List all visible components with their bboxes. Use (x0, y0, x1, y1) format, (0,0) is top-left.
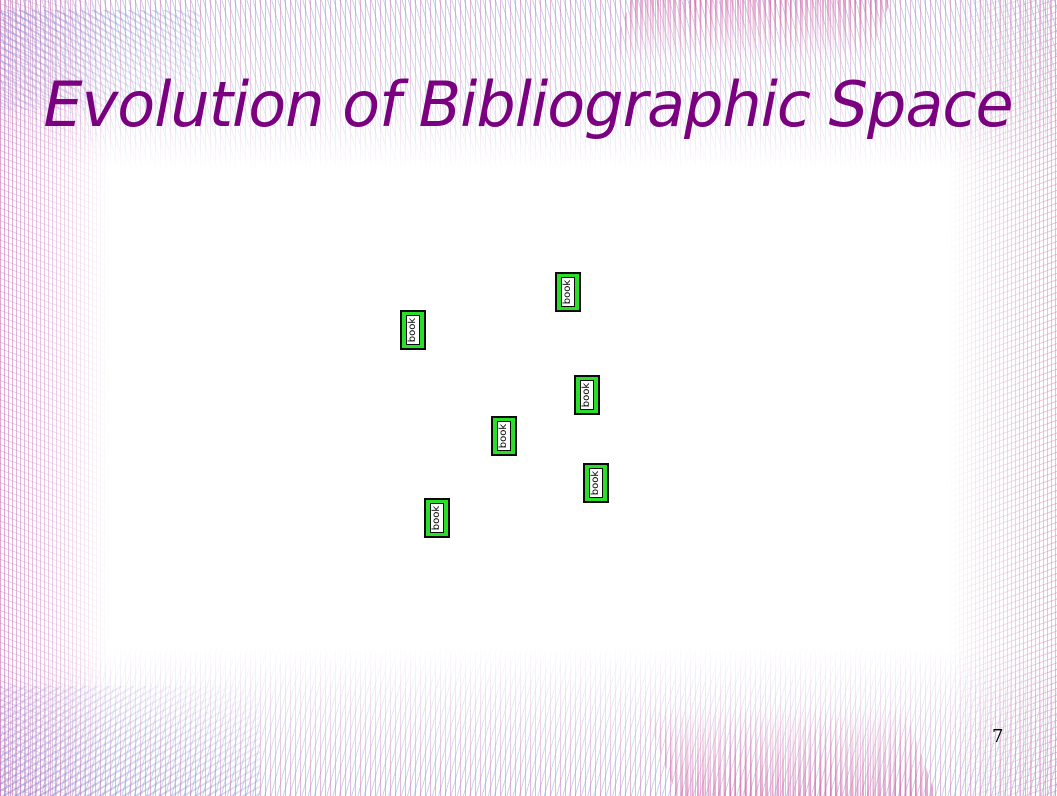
book-icon: book (574, 375, 600, 415)
book-icon: book (491, 416, 517, 456)
book-icon: book (424, 498, 450, 538)
book-cover: book (589, 468, 603, 498)
book-label: book (498, 423, 509, 449)
book-icon: book (555, 272, 581, 312)
book-label: book (431, 505, 442, 531)
book-cover: book (580, 380, 594, 410)
book-label: book (581, 382, 592, 408)
book-cover: book (497, 421, 511, 451)
decorative-band (0, 686, 260, 796)
book-icon: book (583, 463, 609, 503)
book-cover: book (561, 277, 575, 307)
decorative-band (643, 706, 937, 796)
book-cover: book (430, 503, 444, 533)
book-icon: book (400, 310, 426, 350)
decorative-band (609, 0, 891, 60)
book-cover: book (406, 315, 420, 345)
decorative-border-bottom (0, 646, 1057, 796)
book-label: book (562, 279, 573, 305)
book-label: book (590, 470, 601, 496)
book-label: book (407, 317, 418, 343)
slide-title: Evolution of Bibliographic Space (43, 68, 1013, 141)
page-number: 7 (992, 726, 1004, 747)
